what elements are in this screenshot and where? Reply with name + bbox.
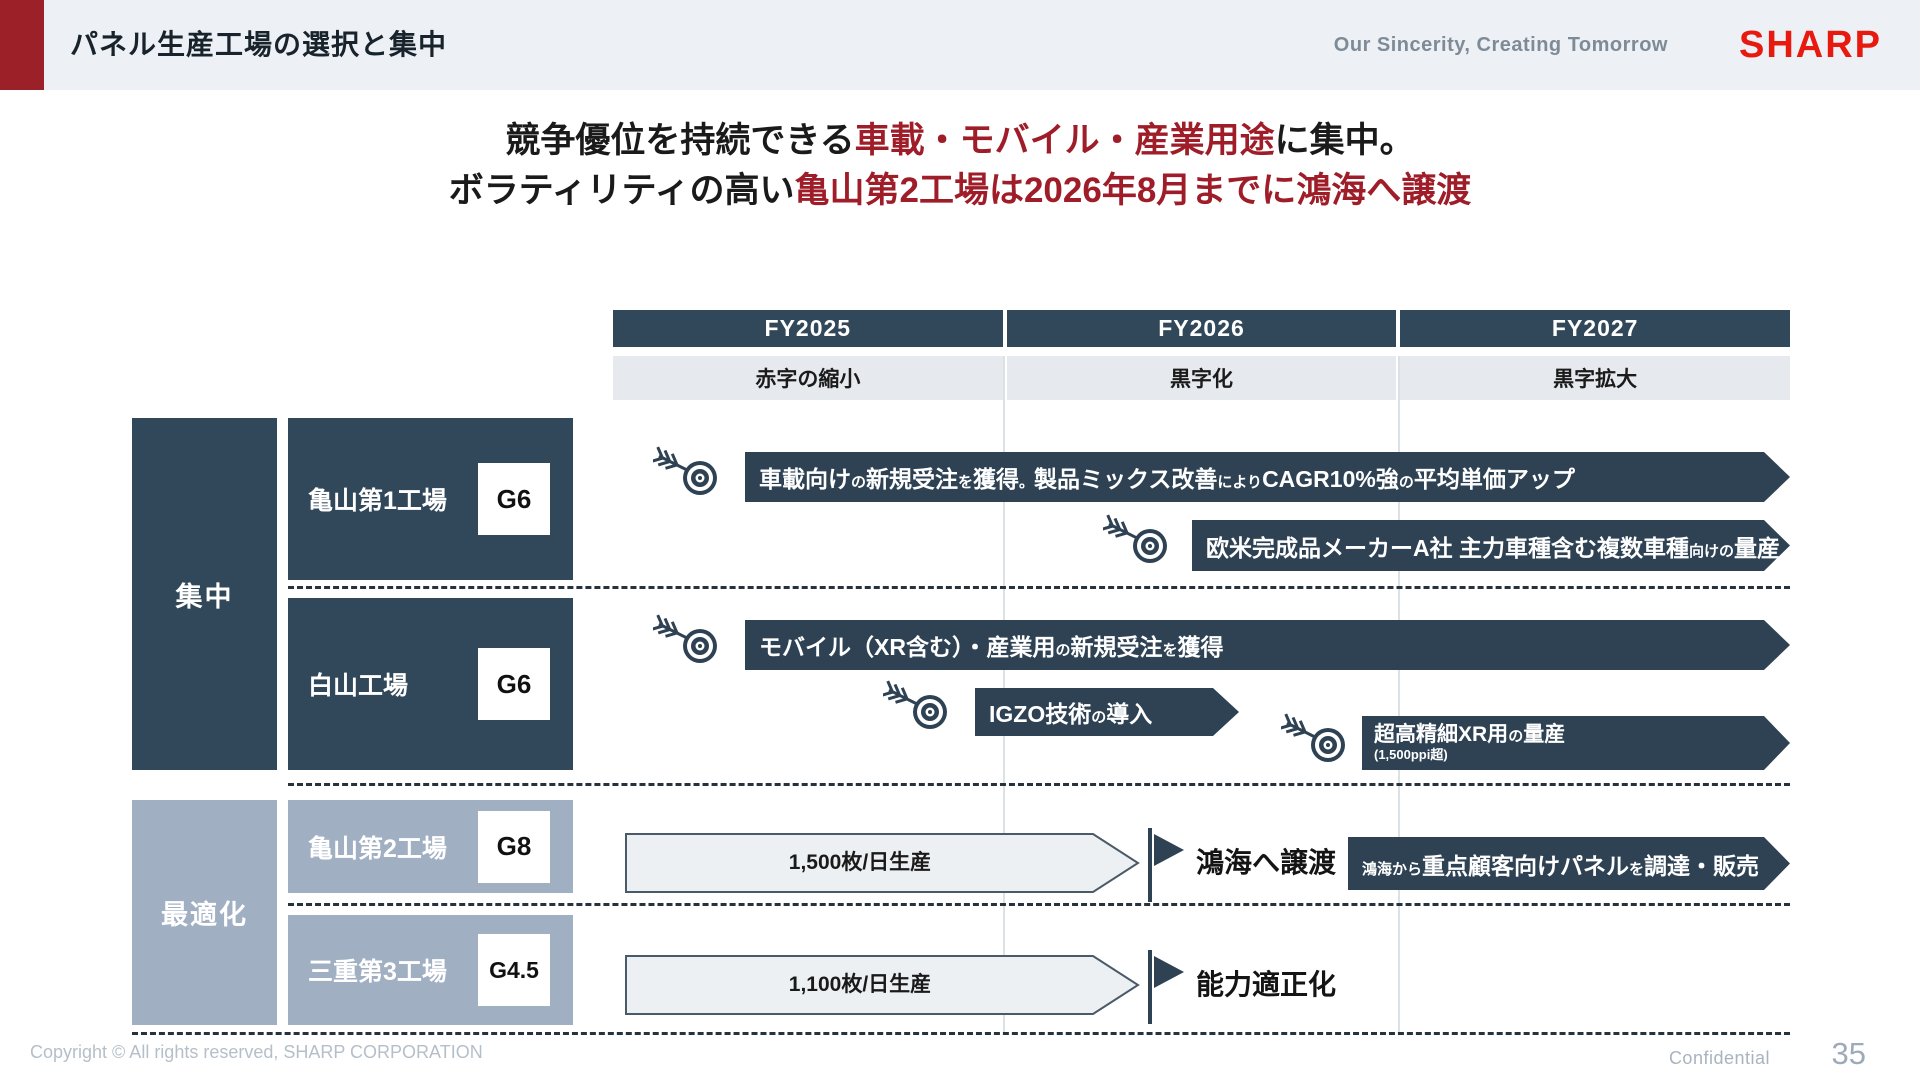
target-icon <box>653 445 719 497</box>
banner-automotive-orders: 車載向けの新規受注を獲得。製品ミックス改善によりCAGR10%強の平均単価アップ <box>745 452 1790 502</box>
milestone-capacity: 能力適正化 <box>1196 969 1337 1000</box>
target-icon <box>1281 712 1347 764</box>
target-icon <box>653 613 719 665</box>
banner-igzo-introduction: IGZO技術の導入 <box>975 688 1239 736</box>
capacity-label: 1,100枚/日生産 <box>788 973 932 996</box>
factory-hakusan-gen: G6 <box>478 648 550 720</box>
group-concentration-label: 集中 <box>175 581 234 612</box>
capacity-label: 1,500枚/日生産 <box>788 851 932 874</box>
brand-tagline: Our Sincerity, Creating Tomorrow <box>1333 34 1668 56</box>
row-divider-1 <box>288 586 1790 589</box>
banner-text: 車載向けの新規受注を獲得。製品ミックス改善によりCAGR10%強の平均単価アップ <box>759 466 1575 492</box>
fiscal-year-header: FY2025 FY2026 FY2027 <box>613 310 1791 347</box>
banner-mobile-industrial-orders: モバイル（XR含む）・産業用の新規受注を獲得 <box>745 620 1790 670</box>
capacity-arrow-mie3: 1,100枚/日生産 <box>625 955 1140 1015</box>
factory-mie3-gen: G4.5 <box>478 934 550 1006</box>
capacity-arrow-kameyama2: 1,500枚/日生産 <box>625 833 1140 893</box>
page-title: パネル生産工場の選択と集中 <box>70 29 448 60</box>
target-icon <box>1103 513 1169 565</box>
year-fy2025: FY2025 <box>613 310 1003 347</box>
factory-kameyama2-name: 亀山第2工場 <box>308 834 447 863</box>
milestone-transfer: 鴻海へ譲渡 <box>1196 847 1337 878</box>
factory-mie3-name: 三重第3工場 <box>308 958 447 986</box>
factory-kameyama1: 亀山第1工場 G6 <box>288 418 573 580</box>
banner-xr-production: 超高精細XR用の量産 (1,500ppi超) <box>1362 716 1790 770</box>
headline: 競争優位を持続できる車載・モバイル・産業用途に集中。 ボラティリティの高い亀山第… <box>0 116 1920 215</box>
group-optimization-label: 最適化 <box>161 900 248 930</box>
factory-mie3: 三重第3工場 G4.5 <box>288 915 573 1025</box>
headline-line2: ボラティリティの高い亀山第2工場は2026年8月までに鴻海へ譲渡 <box>448 170 1472 210</box>
group-concentration: 集中 <box>132 418 277 770</box>
banner-maker-a-production: 欧米完成品メーカーA社 主力車種含む複数車種向けの量産 <box>1192 520 1790 571</box>
page-number: 35 <box>1831 1036 1866 1071</box>
banner-note: (1,500ppi超) <box>1374 746 1448 762</box>
banner-text: IGZO技術の導入 <box>989 701 1153 727</box>
sharp-logo: SHARP <box>1738 24 1882 66</box>
year-fy2027: FY2027 <box>1400 310 1791 347</box>
banner-text: 超高精細XR用の量産 <box>1374 723 1566 747</box>
year-fy2026: FY2026 <box>1006 310 1397 347</box>
flag-icon <box>1148 828 1184 902</box>
target-icon <box>883 679 949 731</box>
red-accent-block <box>0 0 44 90</box>
factory-hakusan: 白山工場 G6 <box>288 598 573 770</box>
headline-line1: 競争優位を持続できる車載・モバイル・産業用途に集中。 <box>505 121 1415 160</box>
status-fy2027: 黒字拡大 <box>1400 356 1791 400</box>
profit-status-row: 赤字の縮小 黒字化 黒字拡大 <box>613 356 1791 400</box>
factory-hakusan-name: 白山工場 <box>308 672 409 700</box>
flag-icon <box>1148 950 1184 1024</box>
group-optimization: 最適化 <box>132 800 277 1025</box>
status-fy2026: 黒字化 <box>1006 356 1397 400</box>
banner-text: モバイル（XR含む）・産業用の新規受注を獲得 <box>759 634 1224 660</box>
table-bottom-divider <box>132 1032 1790 1035</box>
row-divider-2 <box>288 783 1790 786</box>
factory-kameyama2-gen: G8 <box>478 810 550 883</box>
factory-kameyama1-gen: G6 <box>478 463 550 535</box>
banner-text: 鴻海から重点顧客向けパネルを調達・販売 <box>1362 852 1760 879</box>
confidential-label: Confidential <box>1668 1048 1770 1068</box>
banner-hon-hai-panels: 鴻海から重点顧客向けパネルを調達・販売 <box>1348 837 1790 890</box>
factory-kameyama1-name: 亀山第1工場 <box>308 487 447 515</box>
grid-line-fy2027 <box>1398 356 1400 1032</box>
copyright: Copyright © All rights reserved, SHARP C… <box>30 1042 483 1062</box>
row-divider-3 <box>288 903 1790 906</box>
status-fy2025: 赤字の縮小 <box>613 356 1003 400</box>
top-bar: パネル生産工場の選択と集中 Our Sincerity, Creating To… <box>0 0 1920 90</box>
factory-kameyama2: 亀山第2工場 G8 <box>288 800 573 893</box>
banner-text: 欧米完成品メーカーA社 主力車種含む複数車種向けの量産 <box>1206 534 1781 561</box>
